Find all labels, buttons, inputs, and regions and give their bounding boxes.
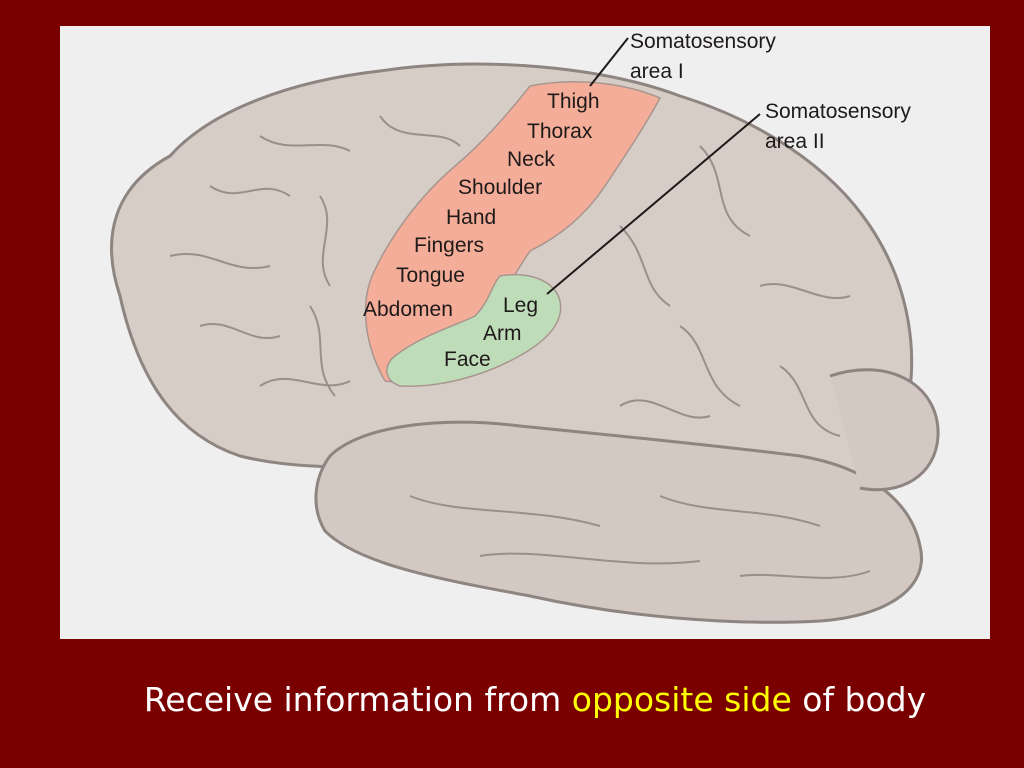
label-tongue: Tongue xyxy=(396,264,465,287)
temporal-lobe-shape xyxy=(314,420,923,624)
area-two-title-line-2: area II xyxy=(765,130,825,153)
label-neck: Neck xyxy=(507,148,555,171)
label-shoulder: Shoulder xyxy=(458,176,542,199)
caption-text-before: Receive information from xyxy=(143,680,562,719)
label-fingers: Fingers xyxy=(414,234,484,257)
slide-caption: Receive information from opposite side o… xyxy=(0,680,1024,719)
brain-folds xyxy=(169,115,871,579)
area-one-title-line-1: Somatosensory xyxy=(630,30,776,53)
label-leg: Leg xyxy=(503,294,538,317)
somatosensory-area-two-region xyxy=(386,274,562,387)
label-thorax: Thorax xyxy=(527,120,593,143)
label-thigh: Thigh xyxy=(547,90,600,113)
area-two-title-line-1: Somatosensory xyxy=(765,100,911,123)
label-abdomen: Abdomen xyxy=(363,298,453,321)
area-two-leader-line xyxy=(546,113,761,295)
caption-text-after: of body xyxy=(802,680,927,719)
label-hand: Hand xyxy=(446,206,496,229)
cerebellum-shape xyxy=(829,368,940,492)
label-arm: Arm xyxy=(483,322,522,345)
brain-figure-panel: Somatosensory area I Somatosensory area … xyxy=(60,26,990,639)
area-one-title-line-2: area I xyxy=(630,60,684,83)
brain-diagram: Somatosensory area I Somatosensory area … xyxy=(110,30,940,624)
area-one-leader-line xyxy=(589,37,629,87)
caption-highlight: opposite side xyxy=(571,680,792,719)
label-face: Face xyxy=(444,348,491,371)
